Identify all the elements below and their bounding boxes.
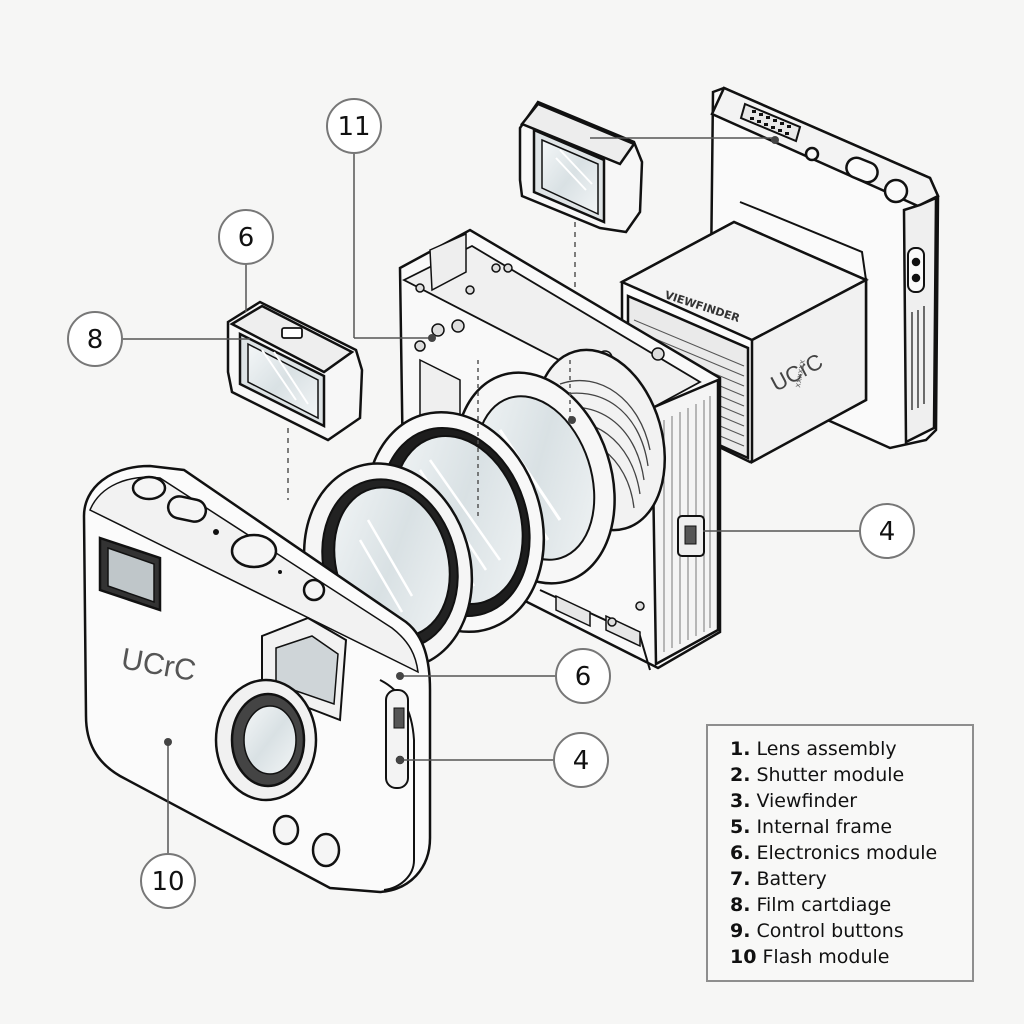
legend-item-text: Control buttons	[756, 920, 904, 942]
legend-item-number: 1.	[730, 738, 751, 760]
callout-6-top-label: 6	[238, 223, 255, 253]
parts-legend: 1.Lens assembly 2.Shutter module 3.Viewf…	[706, 724, 974, 982]
legend-item-number: 7.	[730, 868, 751, 890]
callout-6-top: 6	[218, 209, 274, 265]
legend-item: 1.Lens assembly	[730, 736, 972, 762]
legend-item-number: 6.	[730, 842, 751, 864]
callout-4-bottom: 4	[553, 732, 609, 788]
legend-item: 6.Electronics module	[730, 840, 972, 866]
legend-item-number: 9.	[730, 920, 751, 942]
legend-item: 8.Film cartdiage	[730, 892, 972, 918]
callout-10-label: 10	[151, 867, 184, 897]
legend-item-text: Internal frame	[756, 816, 893, 838]
parts-legend-list: 1.Lens assembly 2.Shutter module 3.Viewf…	[730, 736, 972, 970]
legend-item-text: Flash module	[762, 946, 890, 968]
callout-6-bottom: 6	[555, 648, 611, 704]
legend-item: 5.Internal frame	[730, 814, 972, 840]
legend-item-number: 2.	[730, 764, 751, 786]
legend-item-number: 8.	[730, 894, 751, 916]
legend-item-number: 10	[730, 946, 757, 968]
viewfinder-block	[518, 100, 644, 234]
legend-item-number: 5.	[730, 816, 751, 838]
legend-item: 9.Control buttons	[730, 918, 972, 944]
leader-lines	[122, 154, 860, 854]
callout-11: 11	[326, 98, 382, 154]
legend-item-text: Shutter module	[756, 764, 905, 786]
callout-10: 10	[140, 853, 196, 909]
callout-4-right: 4	[859, 503, 915, 559]
legend-item-text: Film cartdiage	[756, 894, 892, 916]
callout-8-label: 8	[87, 325, 104, 355]
callout-4-bottom-label: 4	[573, 746, 590, 776]
film-cartridge	[226, 300, 364, 442]
legend-item-text: Battery	[756, 868, 827, 890]
callout-4-right-label: 4	[879, 517, 896, 547]
callout-6-bottom-label: 6	[575, 662, 592, 692]
camera-body	[82, 464, 432, 894]
legend-item: 7.Battery	[730, 866, 972, 892]
legend-item: 2.Shutter module	[730, 762, 972, 788]
legend-item: 3.Viewfinder	[730, 788, 972, 814]
legend-item-text: Lens assembly	[756, 738, 897, 760]
legend-item-text: Electronics module	[756, 842, 938, 864]
callout-11-label: 11	[337, 112, 370, 142]
callout-8: 8	[67, 311, 123, 367]
lens-assembly	[302, 348, 667, 670]
legend-item-number: 3.	[730, 790, 751, 812]
legend-item-text: Viewfinder	[756, 790, 858, 812]
